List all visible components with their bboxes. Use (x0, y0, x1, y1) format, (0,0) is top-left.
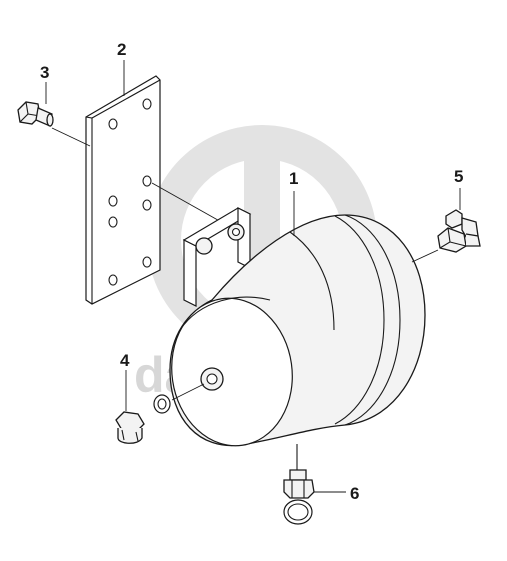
callout-2: 2 (117, 40, 126, 59)
tank (169, 207, 426, 447)
plug-leader (171, 383, 205, 401)
callout-3: 3 (40, 63, 49, 82)
valve-leader (411, 249, 439, 263)
callout-4: 4 (120, 351, 130, 370)
callout-1: 1 (289, 169, 298, 188)
callout-6: 6 (350, 484, 359, 503)
plug (115, 394, 171, 444)
bolt (17, 101, 54, 127)
valve (437, 209, 481, 253)
drain-valve (283, 444, 315, 525)
bolt-leader (51, 127, 91, 147)
bracket (85, 75, 161, 305)
callout-5: 5 (454, 167, 463, 186)
